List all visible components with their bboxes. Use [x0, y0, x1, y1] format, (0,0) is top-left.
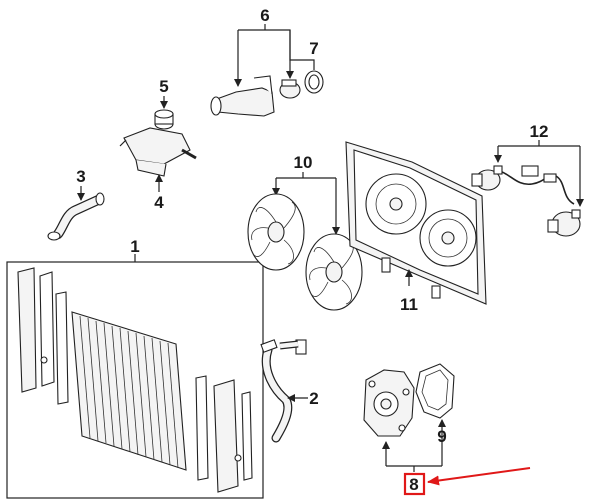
water-pump-group [363, 363, 455, 472]
callout-1: 1 [130, 237, 139, 256]
callout-11: 11 [400, 295, 418, 314]
callout-5: 5 [159, 77, 168, 96]
upper-hose [47, 186, 105, 241]
highlight-box [403, 472, 426, 496]
callout-9: 9 [437, 427, 446, 446]
reservoir-tank [119, 96, 197, 192]
lower-hose [260, 339, 308, 443]
callout-7: 7 [309, 39, 318, 58]
callout-6: 6 [260, 6, 269, 25]
fan-motors [471, 140, 584, 237]
callout-2: 2 [309, 389, 318, 408]
highlight-callout-8: 8 [403, 467, 531, 496]
highlight-arrow [427, 467, 531, 486]
fan-blades [247, 172, 363, 311]
callout-3: 3 [76, 167, 85, 186]
fan-shroud [345, 141, 487, 305]
callout-8: 8 [409, 475, 418, 494]
callout-4: 4 [154, 193, 164, 212]
callout-10: 10 [294, 153, 313, 172]
callout-12: 12 [530, 122, 549, 141]
radiator-assembly [6, 254, 264, 499]
thermostat-group [210, 24, 324, 117]
